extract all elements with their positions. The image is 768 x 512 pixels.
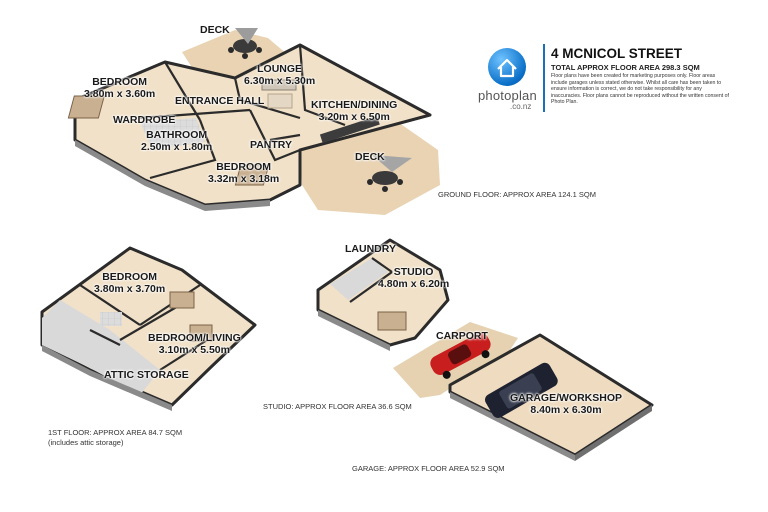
ground-floor-area-label: GROUND FLOOR: APPROX AREA 124.1 SQM bbox=[438, 190, 596, 199]
dark-suv bbox=[485, 362, 558, 418]
brand-domain: .co.nz bbox=[510, 102, 532, 111]
studio-bed bbox=[377, 311, 407, 331]
studio-interior-walls bbox=[349, 257, 393, 303]
room-label-entrance-hall: ENTRANCE HALL bbox=[175, 95, 265, 107]
carport-garage-plan bbox=[393, 322, 654, 461]
room-label-attic-storage: ATTIC STORAGE bbox=[104, 369, 189, 381]
first-bed-1 bbox=[169, 291, 195, 309]
bed-2 bbox=[234, 164, 270, 186]
room-label-deck-right: DECK bbox=[355, 151, 385, 163]
property-address-title: 4 MCNICOL STREET bbox=[551, 46, 683, 61]
room-label-wardrobe: WARDROBE bbox=[113, 114, 176, 126]
room-label-laundry: LAUNDRY bbox=[345, 243, 396, 255]
garage-wall-side-right bbox=[575, 405, 652, 461]
studio-plan bbox=[316, 238, 450, 351]
ground-wall-side bbox=[75, 140, 270, 211]
first-floor-plan bbox=[40, 246, 257, 411]
laundry-floor bbox=[330, 258, 388, 300]
studio-area-label: STUDIO: APPROX FLOOR AREA 36.6 SQM bbox=[263, 402, 412, 411]
first-bed-2 bbox=[189, 324, 213, 342]
first-floor-area-label: 1ST FLOOR: APPROX AREA 84.7 SQM(includes… bbox=[48, 428, 183, 447]
deck-right-area bbox=[300, 120, 440, 215]
sofa bbox=[261, 79, 297, 91]
brand-block: photoplan .co.nz bbox=[478, 48, 548, 111]
deck-table-top bbox=[228, 28, 262, 59]
brand-name: photoplan bbox=[478, 88, 537, 103]
room-label-pantry: PANTRY bbox=[250, 139, 292, 151]
house-in-circle-icon bbox=[488, 48, 526, 86]
lounge-rug bbox=[267, 93, 293, 109]
kitchen-bench bbox=[319, 115, 380, 144]
garage-wall-side bbox=[450, 392, 575, 461]
header-divider bbox=[543, 44, 545, 112]
garage-area-label: GARAGE: APPROX FLOOR AREA 52.9 SQM bbox=[352, 464, 505, 473]
deck-table-right bbox=[367, 155, 412, 192]
room-label-deck-top: DECK bbox=[200, 24, 230, 36]
room-label-carport: CARPORT bbox=[436, 330, 488, 342]
first-bath bbox=[100, 312, 122, 326]
disclaimer-text: Floor plans have been created for market… bbox=[551, 73, 729, 106]
red-car bbox=[430, 332, 491, 379]
total-floor-area: TOTAL APPROX FLOOR AREA 298.3 SQM bbox=[551, 63, 700, 72]
deck-top-area bbox=[182, 30, 288, 80]
ground-floor-plan bbox=[67, 28, 440, 215]
first-wall-side bbox=[42, 345, 172, 411]
ground-interior-walls bbox=[139, 44, 346, 180]
attic-floor bbox=[42, 300, 160, 395]
bed-1 bbox=[67, 95, 105, 119]
bathroom-tiles bbox=[140, 118, 205, 150]
studio-wall-side bbox=[318, 310, 390, 351]
